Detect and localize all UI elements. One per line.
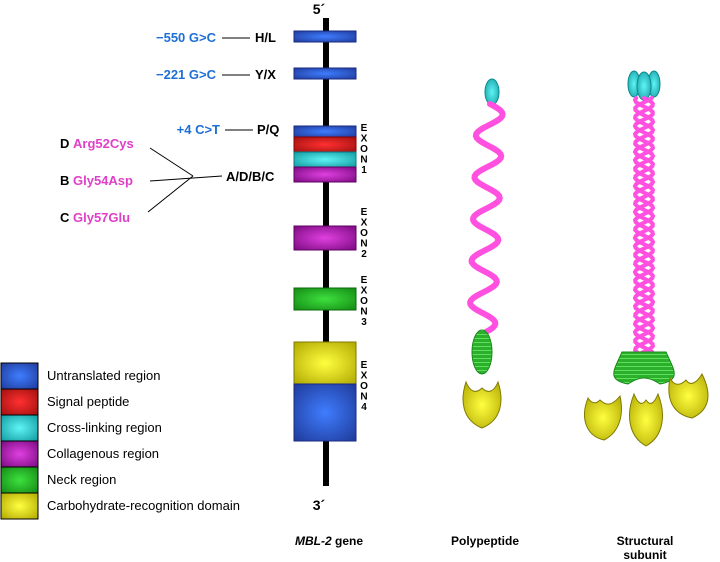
allele-c-connector (147, 175, 194, 213)
promoter-block-550 (293, 30, 357, 43)
polypeptide-illustration (462, 78, 506, 429)
polypeptide-collagen-helix (467, 101, 506, 337)
variant-221-label: −221 G>C (156, 67, 217, 82)
legend-label: Collagenous region (47, 446, 159, 461)
legend-swatch (0, 466, 39, 494)
polypeptide-crosslink-head (484, 78, 500, 106)
legend-swatch (0, 492, 39, 520)
legend-item: Collagenous region (0, 440, 159, 468)
caption-gene-rest: gene (332, 534, 364, 548)
allele-d-letter: D (60, 136, 69, 151)
caption-gene: MBL-2 gene (295, 534, 363, 548)
haplotype-adbc-label: A/D/B/C (226, 169, 275, 184)
allele-d-connector (149, 147, 194, 177)
legend-label: Neck region (47, 472, 116, 487)
allele-b-letter: B (60, 173, 69, 188)
legend-swatch (0, 414, 39, 442)
legend-item: Neck region (0, 466, 116, 494)
triple-helix-strand (632, 96, 656, 358)
legend-label: Carbohydrate-recognition domain (47, 498, 240, 513)
strand-five-prime-label: 5´ (313, 1, 326, 17)
triple-helix-strand (632, 96, 656, 358)
subunit-collagen-triple-helix (632, 96, 656, 358)
variant-550-label: −550 G>C (156, 30, 217, 45)
caption-polypeptide: Polypeptide (451, 534, 519, 548)
promoter-block-221 (293, 67, 357, 80)
triple-helix-strand (632, 96, 656, 358)
legend-swatch (0, 362, 39, 390)
caption-subunit-line2: subunit (623, 548, 666, 562)
strand-three-prime-label: 3´ (313, 497, 326, 513)
legend-label: Untranslated region (47, 368, 160, 383)
allele-b-connector (149, 175, 223, 182)
subunit-crd-left (584, 394, 622, 441)
haplotype-hl-label: H/L (255, 30, 276, 45)
allele-c-mutation: Gly57Glu (73, 210, 130, 225)
allele-b-mutation: Gly54Asp (73, 173, 133, 188)
exon4-crd-block (293, 341, 357, 385)
exon1-collagen-block (293, 166, 357, 183)
haplotype-pq-label: P/Q (257, 122, 279, 137)
legend-swatch (0, 440, 39, 468)
subunit-crosslink-head-center (636, 71, 652, 101)
legend-swatch (0, 388, 39, 416)
legend-item: Untranslated region (0, 362, 160, 390)
exon4-utr-block (293, 383, 357, 442)
allele-c-letter: C (60, 210, 70, 225)
subunit-crd-center (629, 392, 663, 447)
legend-item: Carbohydrate-recognition domain (0, 492, 240, 520)
allele-d-mutation: Arg52Cys (73, 136, 134, 151)
legend-label: Cross-linking region (47, 420, 162, 435)
haplotype-yx-label: Y/X (255, 67, 276, 82)
caption-subunit-line1: Structural (617, 534, 674, 548)
variant-plus4-label: +4 C>T (177, 122, 220, 137)
subunit-crd-right (668, 372, 709, 419)
exon1-signal-block (293, 136, 357, 153)
exon3-neck-block (293, 287, 357, 311)
structural-subunit-illustration (584, 70, 709, 447)
caption-gene-italic: MBL-2 (295, 534, 332, 548)
exon2-collagen-block (293, 225, 357, 251)
polypeptide-neck (471, 329, 493, 375)
legend-item: Cross-linking region (0, 414, 162, 442)
exon1-crosslink-block (293, 151, 357, 168)
polypeptide-crd (462, 380, 502, 429)
legend-item: Signal peptide (0, 388, 129, 416)
legend-label: Signal peptide (47, 394, 129, 409)
subunit-neck (613, 351, 675, 385)
exon1-utr-block (293, 125, 357, 138)
